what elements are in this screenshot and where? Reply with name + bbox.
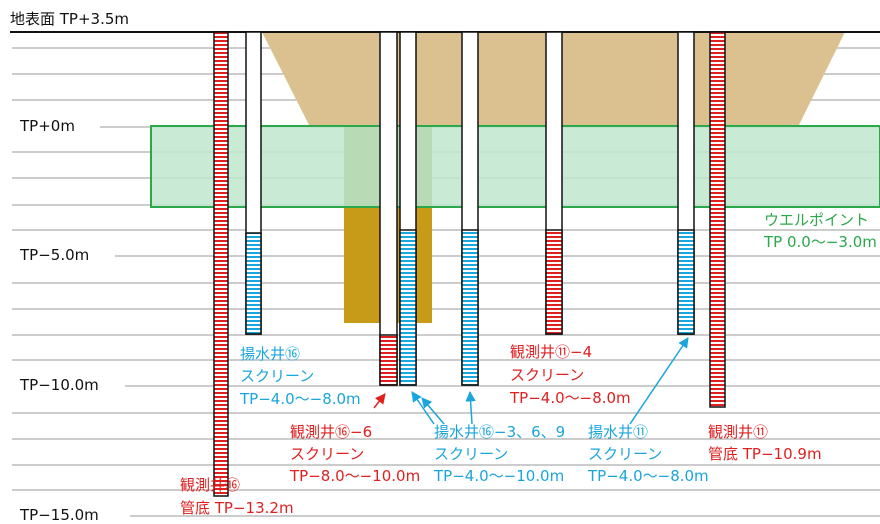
- arrow-pump11: [629, 337, 689, 425]
- well-pump-16-369-a: [399, 31, 417, 386]
- obs11-4-label-range: TP−4.0〜−8.0m: [510, 389, 631, 407]
- ground-surface-label: 地表面 TP+3.5m: [10, 10, 130, 28]
- well-obs-11: [709, 31, 726, 408]
- arrow-pump16-369-b: [421, 397, 445, 425]
- depth-label-tp0: TP+0m: [20, 117, 75, 135]
- pump16-label-range: TP−4.0〜−8.0m: [240, 390, 361, 408]
- pump16-369-label-name: 揚水井⑯−3、6、9: [434, 423, 566, 441]
- pump16-369-label-screen: スクリーン: [434, 445, 509, 463]
- obs11-label-bottom: 管底 TP−10.9m: [708, 445, 822, 463]
- obs16-6-label-range: TP−8.0〜−10.0m: [290, 467, 421, 485]
- obs11-4-label-name: 観測井⑪−4: [510, 343, 593, 361]
- pump11-label-range: TP−4.0〜−8.0m: [588, 467, 709, 485]
- arrow-pump16-369-c: [465, 390, 476, 425]
- pump11-label-name: 揚水井⑪: [588, 423, 649, 441]
- well-obs-11-4: [545, 31, 563, 335]
- well-pump-11: [677, 31, 695, 335]
- well-obs-16-6: [379, 31, 398, 386]
- pump16-label-name: 揚水井⑯: [240, 345, 301, 363]
- obs11-4-label-screen: スクリーン: [510, 366, 585, 384]
- pump16-label-screen: スクリーン: [240, 367, 315, 385]
- depth-label-tp15: TP−15.0m: [20, 506, 99, 524]
- arrow-obs16-6: [373, 393, 386, 409]
- well-pump-16-369-b: [461, 31, 479, 386]
- obs16-label-bottom: 管底 TP−13.2m: [180, 499, 294, 517]
- wellpoint-band: [150, 125, 880, 208]
- well-obs-16: [213, 31, 229, 497]
- obs16-label-name: 観測井⑯: [180, 476, 241, 494]
- well-pump-16: [245, 31, 262, 335]
- wellpoint-label-name: ウエルポイント: [764, 211, 870, 229]
- pump11-label-screen: スクリーン: [588, 445, 663, 463]
- wellpoint-label-range: TP 0.0〜−3.0m: [764, 233, 877, 251]
- pump16-369-label-range: TP−4.0〜−10.0m: [434, 467, 565, 485]
- obs16-6-label-name: 観測井⑯−6: [290, 423, 373, 441]
- depth-label-tp5: TP−5.0m: [20, 246, 90, 264]
- obs16-6-label-screen: スクリーン: [290, 445, 365, 463]
- obs11-label-name: 観測井⑪: [708, 423, 769, 441]
- depth-label-tp10: TP−10.0m: [20, 376, 99, 394]
